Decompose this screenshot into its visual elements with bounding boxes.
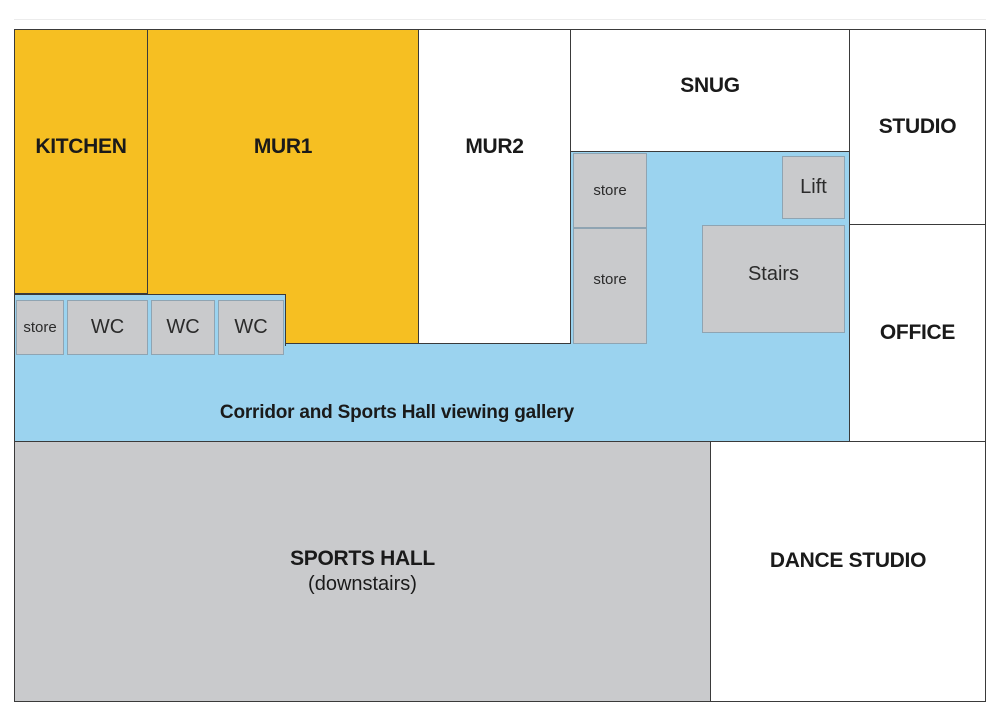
room-studio[interactable]: STUDIO bbox=[849, 29, 986, 225]
studio-label: STUDIO bbox=[878, 115, 957, 138]
room-mur1[interactable]: MUR1 bbox=[147, 29, 419, 344]
lift[interactable]: Lift bbox=[782, 156, 845, 219]
room-mur2[interactable]: MUR2 bbox=[418, 29, 571, 344]
snug-label: SNUG bbox=[680, 73, 740, 97]
mur2-label: MUR2 bbox=[465, 134, 524, 158]
top-rule bbox=[14, 19, 986, 20]
wc-3[interactable]: WC bbox=[218, 300, 284, 355]
wc-1[interactable]: WC bbox=[67, 300, 148, 355]
sports-hall-label: SPORTS HALL bbox=[290, 547, 435, 570]
room-kitchen[interactable]: KITCHEN bbox=[14, 29, 148, 294]
lift-label: Lift bbox=[800, 176, 827, 198]
wc-2-label: WC bbox=[166, 316, 200, 338]
corridor-label: Corridor and Sports Hall viewing gallery bbox=[219, 402, 575, 423]
dance-studio-label: DANCE STUDIO bbox=[769, 548, 927, 572]
room-office[interactable]: OFFICE bbox=[849, 224, 986, 442]
store-left[interactable]: store bbox=[16, 300, 64, 355]
mur1-label: MUR1 bbox=[253, 134, 313, 158]
wc-3-label: WC bbox=[234, 316, 268, 338]
sports-hall-note: (downstairs) bbox=[308, 573, 417, 595]
room-dance-studio[interactable]: DANCE STUDIO bbox=[710, 441, 986, 702]
store-upper-label: store bbox=[593, 182, 627, 199]
office-label: OFFICE bbox=[879, 321, 956, 344]
room-sports-hall[interactable]: SPORTS HALL (downstairs) bbox=[14, 441, 711, 702]
store-upper[interactable]: store bbox=[573, 153, 647, 228]
stairs[interactable]: Stairs bbox=[702, 225, 845, 333]
store-lower[interactable]: store bbox=[573, 228, 647, 344]
room-snug[interactable]: SNUG bbox=[570, 29, 850, 152]
store-lower-label: store bbox=[593, 271, 627, 288]
stairs-label: Stairs bbox=[747, 262, 800, 285]
wc-2[interactable]: WC bbox=[151, 300, 215, 355]
wc-1-label: WC bbox=[90, 316, 125, 338]
store-left-label: store bbox=[23, 319, 57, 336]
kitchen-label: KITCHEN bbox=[35, 134, 127, 158]
